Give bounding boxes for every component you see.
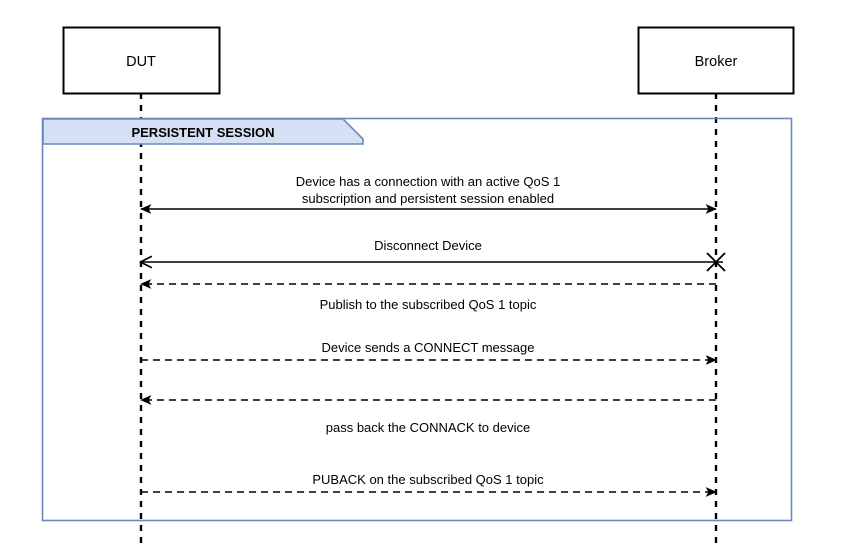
message-label-line-2: subscription and persistent session enab… [302, 191, 554, 206]
message-puback[interactable]: PUBACK on the subscribed QoS 1 topic [141, 472, 717, 497]
message-label-line-1: Device has a connection with an active Q… [296, 174, 560, 189]
message-connack[interactable]: pass back the CONNACK to device [140, 395, 716, 435]
participant-broker[interactable]: Broker [637, 26, 795, 95]
message-connect[interactable]: Device sends a CONNECT message [141, 340, 717, 365]
message-label-publish: Publish to the subscribed QoS 1 topic [320, 297, 537, 312]
fragment-label: PERSISTENT SESSION [131, 125, 274, 140]
message-label-puback: PUBACK on the subscribed QoS 1 topic [312, 472, 544, 487]
participant-box-broker[interactable] [637, 26, 795, 95]
fragment-frame [41, 117, 793, 522]
message-publish-qos1[interactable]: Publish to the subscribed QoS 1 topic [140, 279, 716, 312]
participant-dut[interactable]: DUT [62, 26, 221, 95]
participant-box-dut[interactable] [62, 26, 221, 95]
message-label-connack: pass back the CONNACK to device [326, 420, 530, 435]
lifeline-destroy-marker [706, 252, 726, 272]
message-label-connect: Device sends a CONNECT message [322, 340, 535, 355]
participant-label-dut: DUT [126, 54, 156, 70]
message-label-disconnect: Disconnect Device [374, 238, 482, 253]
message-device-has-connection[interactable]: Device has a connection with an active Q… [140, 174, 717, 214]
message-disconnect-device[interactable]: Disconnect Device [141, 238, 726, 272]
fragment-header [42, 118, 364, 145]
participant-label-broker: Broker [695, 54, 738, 70]
